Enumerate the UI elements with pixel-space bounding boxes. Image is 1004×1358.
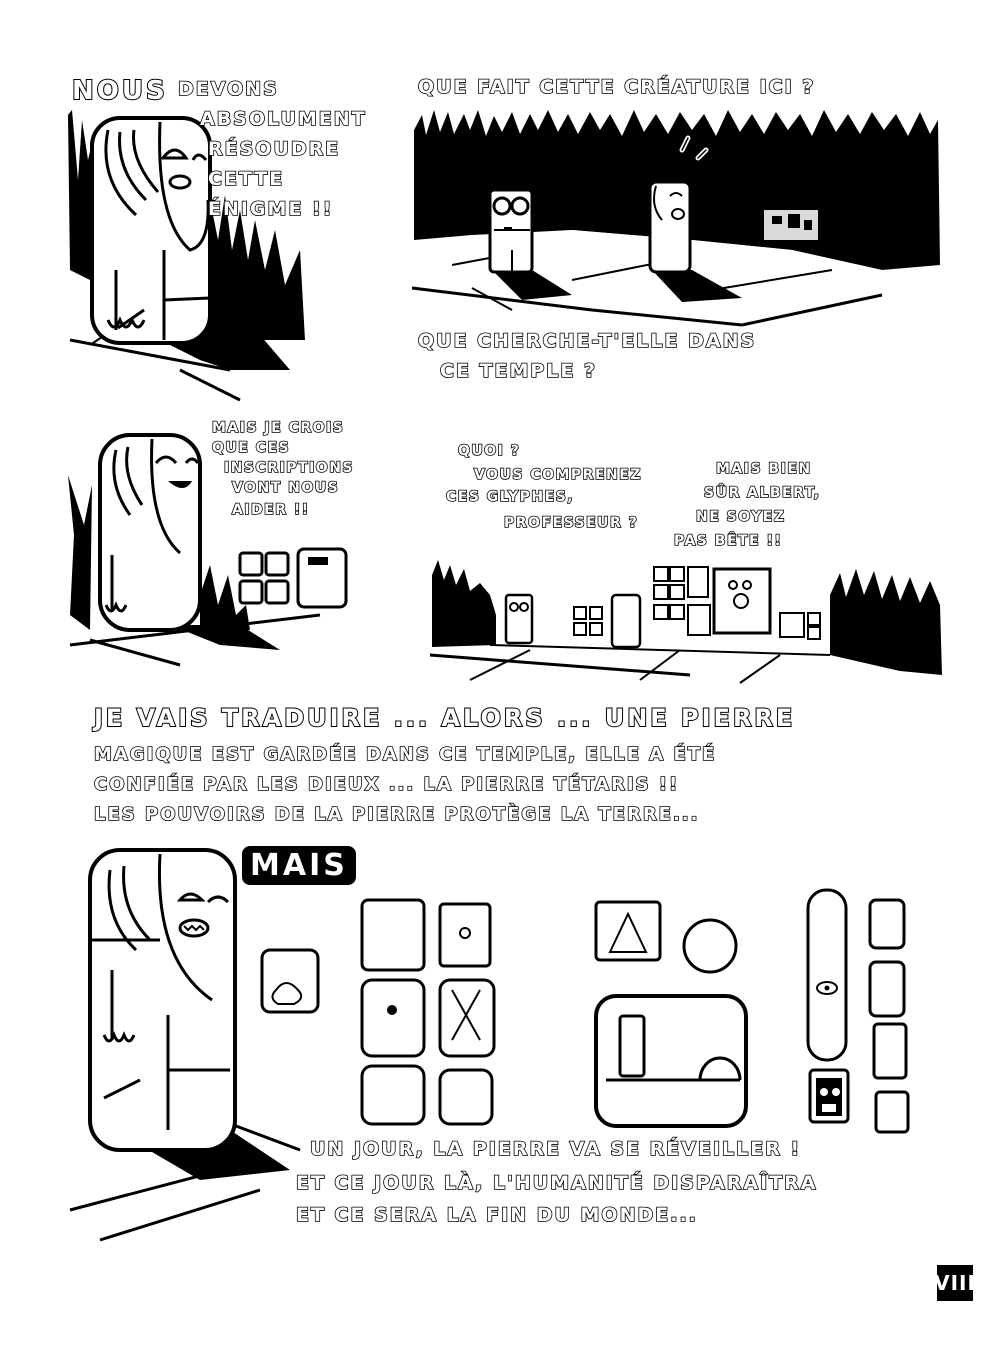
panel-3: MAIS JE CROIS QUE CES INSCRIPTIONS VONT …	[60, 415, 400, 670]
speech-line-4: VONT NOUS	[231, 480, 340, 496]
speech-left-line-4: PROFESSEUR ?	[503, 515, 639, 531]
panel-5: JE VAIS TRADUIRE ... ALORS ... UNE PIERR…	[60, 700, 950, 1260]
narration-line-4: LES POUVOIRS DE LA PIERRE PROTÈGE LA TER…	[93, 804, 700, 825]
interjection-mais: MAIS	[242, 846, 356, 885]
narration-line-2: MAGIQUE EST GARDÉE DANS CE TEMPLE, ELLE …	[93, 744, 717, 765]
panel-2-art	[411, 110, 940, 327]
panel-1-art	[68, 110, 305, 402]
speech-left-line-2: VOUS COMPRENEZ	[473, 467, 642, 483]
caption-word-2: DEVONS	[177, 78, 279, 100]
speech-left-line-1: QUOI ?	[457, 443, 521, 459]
caption-word-6: ÉNIGME !!	[207, 198, 334, 220]
speech-line-1: MAIS JE CROIS	[211, 420, 345, 436]
panel-1: NOUS DEVONS ABSOLUMENT RÉSOUDRE CETTE ÉN…	[60, 70, 365, 402]
caption-word-3: ABSOLUMENT	[199, 108, 367, 130]
caption-word-5: CETTE	[207, 168, 285, 190]
speech-right-line-3: NE SOYEZ	[695, 509, 786, 525]
caption-word-4: RÉSOUDRE	[207, 138, 341, 160]
caption-bottom-line-1: QUE CHERCHE-T'ELLE DANS	[417, 330, 757, 352]
speech-right-line-1: MAIS BIEN	[715, 461, 812, 477]
speech-left-line-3: CES GLYPHES,	[445, 489, 575, 505]
caption-top: QUE FAIT CETTE CRÉATURE ICI ?	[417, 76, 816, 98]
speech-line-3: INSCRIPTIONS	[223, 460, 354, 476]
speech-right-line-2: SÛR ALBERT,	[703, 485, 821, 501]
page-number: VIII	[934, 1265, 975, 1301]
narration-bottom-line-2: ET CE JOUR LÀ, L'HUMANITÉ DISPARAÎTRA	[295, 1172, 818, 1194]
narration-bottom-line-3: ET CE SERA LA FIN DU MONDE...	[295, 1204, 698, 1226]
narration-line-3-text: CONFIÉE PAR LES DIEUX ... LA PIERRE TÉTA…	[93, 774, 680, 795]
glyph-group-b	[360, 898, 496, 1126]
narration-line-1: JE VAIS TRADUIRE ... ALORS ... UNE PIERR…	[93, 704, 796, 732]
panel-3-art	[68, 433, 348, 667]
narration-line-3: CONFIÉE PAR LES DIEUX ... LA PIERRE TÉTA…	[93, 774, 680, 795]
speech-right-line-4: PAS BÊTE !!	[673, 533, 783, 549]
panel-5-art	[69, 848, 910, 1242]
caption-bottom-line-2: CE TEMPLE ?	[439, 360, 598, 382]
speech-line-5: AIDER !!	[231, 502, 310, 518]
panel-2: QUE FAIT CETTE CRÉATURE ICI ? QU	[411, 70, 942, 400]
speech-line-2: QUE CES	[211, 440, 291, 456]
panel-4-art	[429, 560, 942, 684]
panel-4: QUOI ? VOUS COMPRENEZ CES GLYPHES, PROFE…	[429, 440, 950, 690]
glyph-tablets	[238, 547, 348, 609]
caption-word-1: NOUS	[71, 76, 168, 106]
narration-bottom-line-1: UN JOUR, LA PIERRE VA SE RÉVEILLER !	[309, 1138, 802, 1160]
